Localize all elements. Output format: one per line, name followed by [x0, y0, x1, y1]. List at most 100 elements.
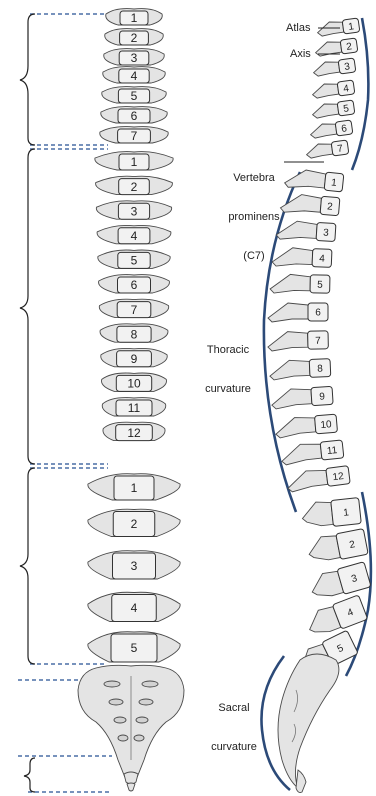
lateral-thoracic-number: 11	[326, 445, 338, 457]
anterior-thoracic-number: 2	[131, 180, 138, 194]
anterior-vertebra-thoracic: 5	[98, 250, 170, 268]
anterior-cervical-number: 6	[131, 109, 138, 123]
spinous-process	[311, 102, 339, 118]
lateral-sacrum-shape	[278, 654, 339, 788]
anterior-thoracic-number: 12	[127, 426, 141, 440]
anterior-view: 123456712345678910111212345	[18, 9, 184, 792]
lateral-vertebra-cervical: 5	[311, 100, 355, 120]
lateral-vertebra-cervical: 2	[314, 38, 358, 58]
brace-lumbar	[20, 468, 35, 664]
lateral-vertebra-thoracic: 6	[268, 303, 328, 322]
lateral-vertebra-thoracic: 8	[269, 359, 331, 381]
lateral-vertebra-lumbar: 2	[306, 529, 368, 566]
sacral-foramen	[109, 699, 123, 705]
anterior-lumbar-number: 1	[131, 481, 138, 495]
spinous-process	[301, 501, 333, 528]
anterior-vertebra-lumbar: 3	[88, 551, 180, 579]
anterior-cervical-number: 1	[131, 11, 138, 25]
sacral-curvature-label: Sacral curvature	[204, 676, 264, 767]
vertebra-prominens-line3: (C7)	[222, 250, 286, 263]
anterior-vertebra-cervical: 1	[106, 9, 163, 26]
lateral-vertebra-cervical: 4	[311, 80, 355, 100]
lateral-thoracic-number: 4	[319, 254, 325, 265]
lateral-vertebra-lumbar: 1	[301, 498, 361, 530]
thoracic-curvature-label: Thoracic curvature	[196, 318, 260, 409]
anterior-thoracic-number: 11	[128, 401, 141, 415]
anterior-vertebra-thoracic: 10	[102, 373, 167, 391]
spinous-process	[311, 82, 339, 98]
brace-cervical	[20, 14, 35, 145]
lateral-vertebra-lumbar: 3	[308, 562, 371, 603]
axis-label: Axis	[290, 48, 311, 61]
anterior-thoracic-number: 3	[131, 204, 138, 218]
coccyx-tip	[127, 783, 135, 791]
anterior-vertebra-cervical: 4	[103, 67, 165, 84]
vertebra-prominens-label: Vertebra prominens (C7)	[222, 146, 286, 276]
spinous-process	[280, 193, 321, 215]
anterior-vertebra-thoracic: 7	[99, 299, 168, 317]
lateral-thoracic-number: 5	[317, 280, 323, 291]
lateral-vertebra-cervical: 3	[312, 58, 356, 78]
anterior-vertebra-thoracic: 2	[96, 176, 173, 194]
lateral-vertebra-cervical: 7	[305, 140, 349, 160]
lateral-vertebra-lumbar: 4	[304, 595, 367, 640]
anterior-cervical-number: 3	[131, 51, 138, 65]
lateral-vertebra-thoracic: 9	[271, 386, 333, 409]
sacral-foramen	[118, 735, 128, 741]
vertebra-prominens-line2: prominens	[222, 211, 286, 224]
sacral-foramen	[104, 681, 120, 687]
anterior-sacrum	[78, 665, 184, 791]
vertebra-prominens-line1: Vertebra	[222, 172, 286, 185]
sacral-foramen	[142, 681, 158, 687]
thoracic-curvature-line2: curvature	[196, 383, 260, 396]
anterior-vertebrae: 123456712345678910111212345	[88, 9, 180, 662]
lateral-vertebra-thoracic: 11	[280, 440, 344, 465]
anterior-vertebra-thoracic: 4	[97, 225, 171, 243]
lateral-sacrum	[278, 654, 339, 793]
sacral-foramen	[134, 735, 144, 741]
anterior-cervical-number: 4	[131, 69, 138, 83]
lateral-vertebra-thoracic: 12	[286, 466, 350, 493]
spinous-process	[309, 122, 337, 138]
spinous-process	[312, 60, 340, 76]
spinous-process	[271, 388, 312, 409]
anterior-lumbar-number: 5	[131, 641, 138, 655]
anterior-thoracic-number: 9	[131, 352, 138, 366]
lateral-thoracic-number: 6	[315, 308, 321, 319]
lateral-vertebra-cervical: 6	[309, 120, 353, 140]
spinous-process	[286, 468, 328, 492]
spinous-process	[275, 416, 316, 438]
spinous-process	[284, 168, 326, 191]
anterior-vertebra-thoracic: 9	[101, 348, 167, 366]
anterior-vertebra-cervical: 5	[102, 87, 166, 104]
spinous-process	[270, 274, 310, 294]
anterior-vertebra-thoracic: 6	[99, 275, 170, 293]
sacral-foramen	[136, 717, 148, 723]
lateral-view: 123456712345678910111212345	[261, 18, 371, 793]
thoracic-curvature-line1: Thoracic	[196, 344, 260, 357]
sacral-curvature-line2: curvature	[204, 741, 264, 754]
anterior-cervical-number: 7	[131, 129, 138, 143]
lateral-thoracic-number: 10	[320, 419, 332, 431]
spinous-process	[268, 303, 308, 322]
region-braces	[20, 14, 35, 792]
spinous-process	[268, 331, 308, 351]
anterior-vertebra-cervical: 2	[105, 29, 163, 46]
anterior-vertebra-thoracic: 11	[102, 398, 166, 416]
anterior-cervical-number: 2	[131, 31, 138, 45]
anterior-vertebra-lumbar: 1	[88, 474, 180, 500]
anterior-thoracic-number: 7	[131, 303, 138, 317]
anterior-vertebra-lumbar: 4	[88, 592, 180, 621]
anterior-vertebra-cervical: 7	[100, 127, 168, 144]
spinous-process	[280, 442, 322, 465]
anterior-vertebra-thoracic: 3	[96, 201, 171, 219]
anterior-thoracic-number: 10	[127, 377, 141, 391]
lateral-thoracic-number: 8	[317, 364, 323, 375]
anterior-vertebra-cervical: 3	[104, 49, 164, 66]
anterior-vertebra-lumbar: 2	[88, 509, 180, 536]
anterior-lumbar-number: 2	[131, 517, 138, 531]
anterior-lumbar-number: 4	[131, 601, 138, 615]
sacral-foramen	[114, 717, 126, 723]
anterior-thoracic-number: 5	[131, 254, 138, 268]
sacral-curvature-line1: Sacral	[204, 702, 264, 715]
